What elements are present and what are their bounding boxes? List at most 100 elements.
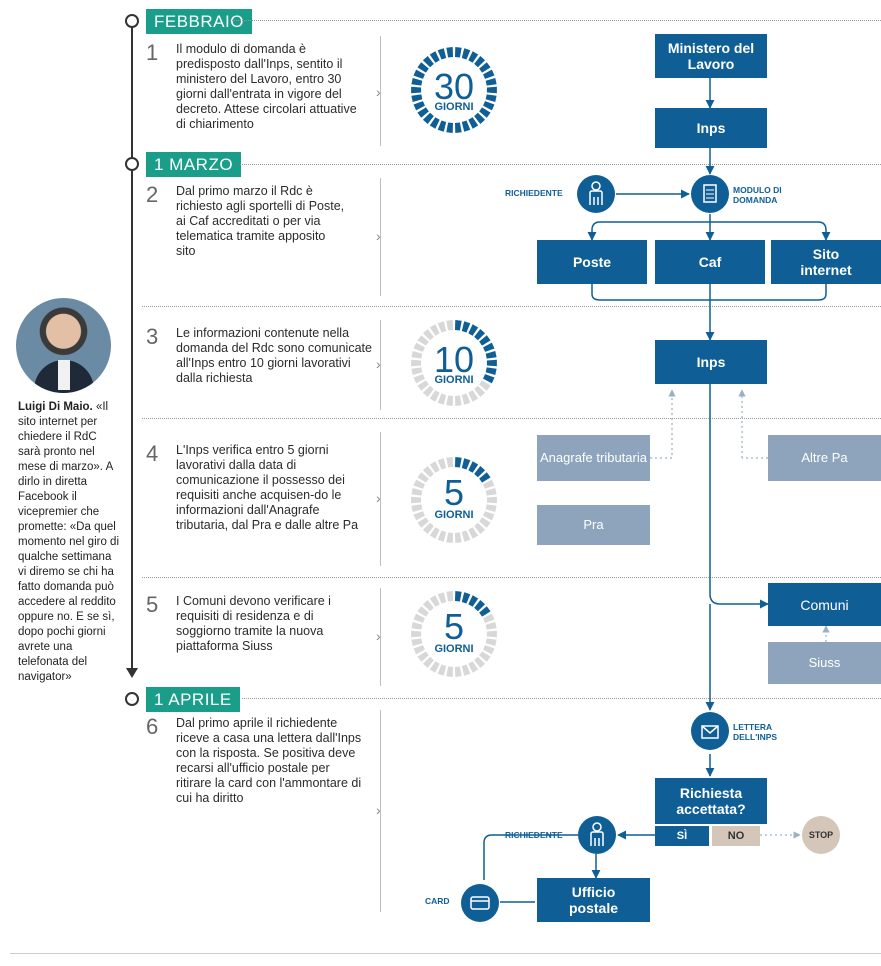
connector (650, 389, 676, 459)
section-divider (242, 698, 881, 699)
ministero-box: Ministero del Lavoro (655, 34, 767, 78)
dial-unit: GIORNI (434, 101, 474, 113)
chevron-right-icon: › (376, 84, 381, 100)
step-separator (380, 710, 381, 912)
dial-segment (429, 527, 440, 539)
dial-segment (486, 630, 497, 638)
dial-segment (411, 350, 423, 359)
dial-segment (429, 117, 440, 129)
dial-ring (411, 457, 497, 543)
dial-segment (483, 374, 495, 384)
dial-segment (413, 101, 425, 111)
connector (710, 221, 831, 241)
richiedente-label: RICHIEDENTE (505, 188, 563, 198)
dial-segment (411, 630, 422, 638)
dial-segment (429, 390, 440, 402)
dial-segment (429, 661, 440, 673)
altre-pa-box: Altre Pa (768, 435, 881, 481)
poste-box: Poste (537, 240, 647, 284)
chevron-right-icon: › (376, 628, 381, 644)
dial-segment (417, 472, 429, 483)
chevron-right-icon: › (376, 490, 381, 506)
dial-segment (479, 62, 491, 73)
section-divider (240, 164, 881, 165)
dial-segment (446, 532, 454, 543)
date-tag-febbraio: FEBBRAIO (146, 9, 252, 34)
dial-segment (479, 335, 491, 346)
stop-circle (802, 816, 840, 854)
dial-segment (486, 496, 497, 504)
dial-segment (413, 511, 425, 521)
dial-segment (446, 591, 454, 602)
countdown-dial-5: 5 GIORNI (409, 455, 499, 545)
dial-segment (461, 120, 471, 132)
countdown-dial-5b: 5 GIORNI (409, 589, 499, 679)
timeline-arrowhead (126, 668, 138, 678)
dial-segment (461, 458, 471, 470)
dial-segment (479, 606, 491, 617)
dial-segment (468, 595, 479, 607)
dial-segment (413, 479, 425, 489)
dial-segment (422, 112, 434, 125)
section-divider (142, 418, 881, 419)
si-tag: SÌ (655, 826, 709, 846)
dial-segment (468, 661, 479, 673)
dial-segment (461, 321, 471, 333)
dial-segment (411, 94, 423, 103)
dial-segment (411, 359, 422, 367)
chevron-right-icon: › (376, 228, 381, 244)
dial-segment (468, 390, 479, 402)
comuni-box: Comuni (768, 583, 881, 626)
timeline-line (131, 20, 133, 670)
dial-segment (422, 599, 434, 612)
dial-segment (437, 592, 447, 604)
dial-segment (437, 321, 447, 333)
dial-segment (483, 479, 495, 489)
dial-segment (437, 664, 447, 676)
dial-segment (411, 77, 423, 86)
date-tag-aprile: 1 APRILE (146, 687, 240, 712)
dial-segment (483, 511, 495, 521)
connector (591, 284, 827, 301)
dial-segment (479, 472, 491, 483)
dial-ring (411, 320, 497, 406)
dial-segment (413, 69, 425, 79)
richiesta-box: Richiesta accettata? (655, 778, 767, 824)
pra-box: Pra (537, 505, 650, 545)
step-number-2: 2 (146, 182, 159, 207)
dial-segment (437, 393, 447, 405)
dial-segment (413, 374, 425, 384)
siuss-box: Siuss (768, 642, 881, 684)
dial-segment (454, 47, 462, 58)
dial-value: 10 (433, 339, 475, 380)
step-separator (380, 588, 381, 686)
dial-value: 30 (433, 66, 475, 107)
portrait-shirt (58, 360, 70, 390)
card-icon (461, 884, 499, 922)
dial-segment (485, 77, 497, 86)
dial-unit: GIORNI (434, 643, 474, 655)
dial-segment (479, 517, 491, 528)
step-number-6: 6 (146, 714, 159, 739)
dial-segment (446, 320, 454, 331)
dial-segment (429, 595, 440, 607)
dial-segment (417, 517, 429, 528)
timeline-dot-aprile (125, 692, 139, 706)
step-separator (380, 178, 381, 296)
dial-segment (461, 393, 471, 405)
step-text-5: I Comuni devono verificare i requisiti d… (176, 594, 331, 653)
anagrafe-box: Anagrafe tributaria (537, 435, 650, 481)
dial-segment (454, 320, 462, 331)
step-separator (380, 432, 381, 566)
stop-label: STOP (808, 830, 834, 840)
dial-segment (454, 591, 462, 602)
document-icon (691, 175, 729, 213)
dial-segment (461, 592, 471, 604)
dial-segment (454, 122, 462, 133)
dial-unit: GIORNI (434, 374, 474, 386)
dial-segment (468, 117, 479, 129)
dial-segment (411, 487, 423, 496)
portrait-avatar (16, 298, 111, 393)
dial-ring (411, 47, 497, 133)
step-number-5: 5 (146, 592, 159, 617)
